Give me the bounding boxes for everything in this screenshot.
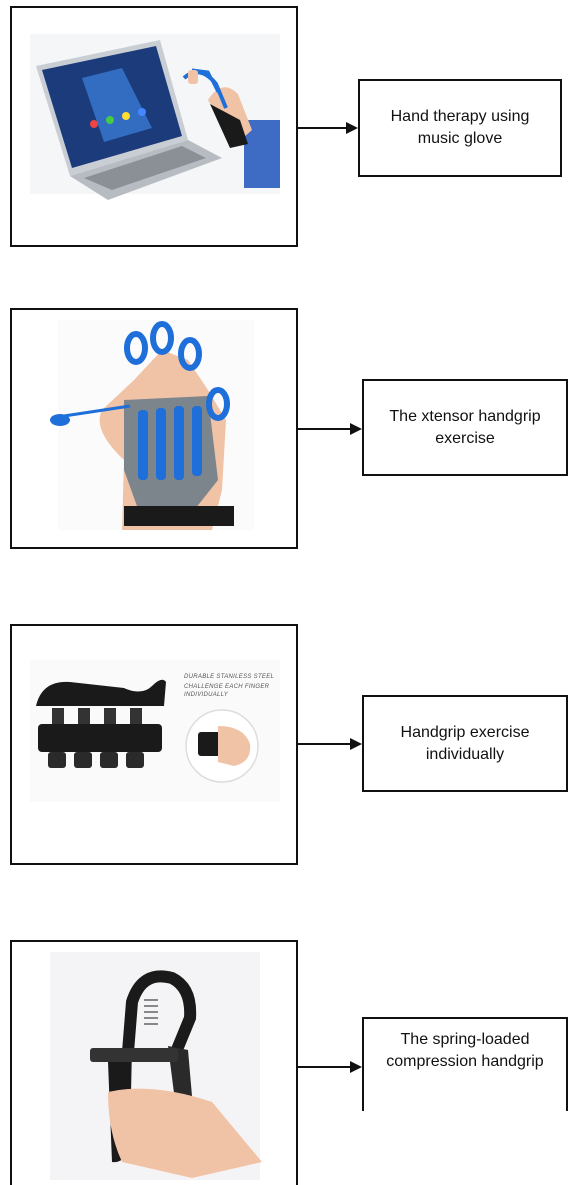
image-frame-4	[10, 940, 298, 1185]
arrow-2	[298, 423, 362, 435]
label-text-1: Hand therapy using music glove	[390, 108, 530, 147]
xtensor-hand-exerciser-photo	[50, 320, 254, 530]
label-box-2: The xtensor handgrip exercise	[362, 379, 568, 476]
label-text-4: The spring-loaded compression handgrip	[386, 1031, 544, 1070]
image-frame-2	[10, 308, 298, 549]
image-text-3: INDIVIDUALLY	[184, 692, 229, 698]
label-box-3: Handgrip exercise individually	[362, 695, 568, 792]
image-frame-1	[10, 6, 298, 247]
label-text-3: Handgrip exercise individually	[400, 723, 530, 763]
label-text-2: The xtensor handgrip exercise	[389, 407, 541, 447]
label-box-4: The spring-loaded compression handgrip	[362, 1017, 568, 1111]
spring-handgrip-photo	[50, 952, 262, 1180]
label-box-1: Hand therapy using music glove	[358, 79, 562, 177]
image-text-2: CHALLENGE EACH FINGER	[184, 684, 270, 690]
image-frame-3: DURABLE STANILESS STEEL CHALLENGE EACH F…	[10, 624, 298, 865]
arrow-3	[298, 738, 362, 750]
laptop-music-glove-photo	[30, 34, 280, 200]
arrow-1	[298, 122, 358, 134]
arrow-4	[298, 1061, 362, 1073]
image-text-1: DURABLE STANILESS STEEL	[184, 674, 274, 680]
finger-handgrip-exerciser-photo: DURABLE STANILESS STEEL CHALLENGE EACH F…	[30, 660, 280, 802]
